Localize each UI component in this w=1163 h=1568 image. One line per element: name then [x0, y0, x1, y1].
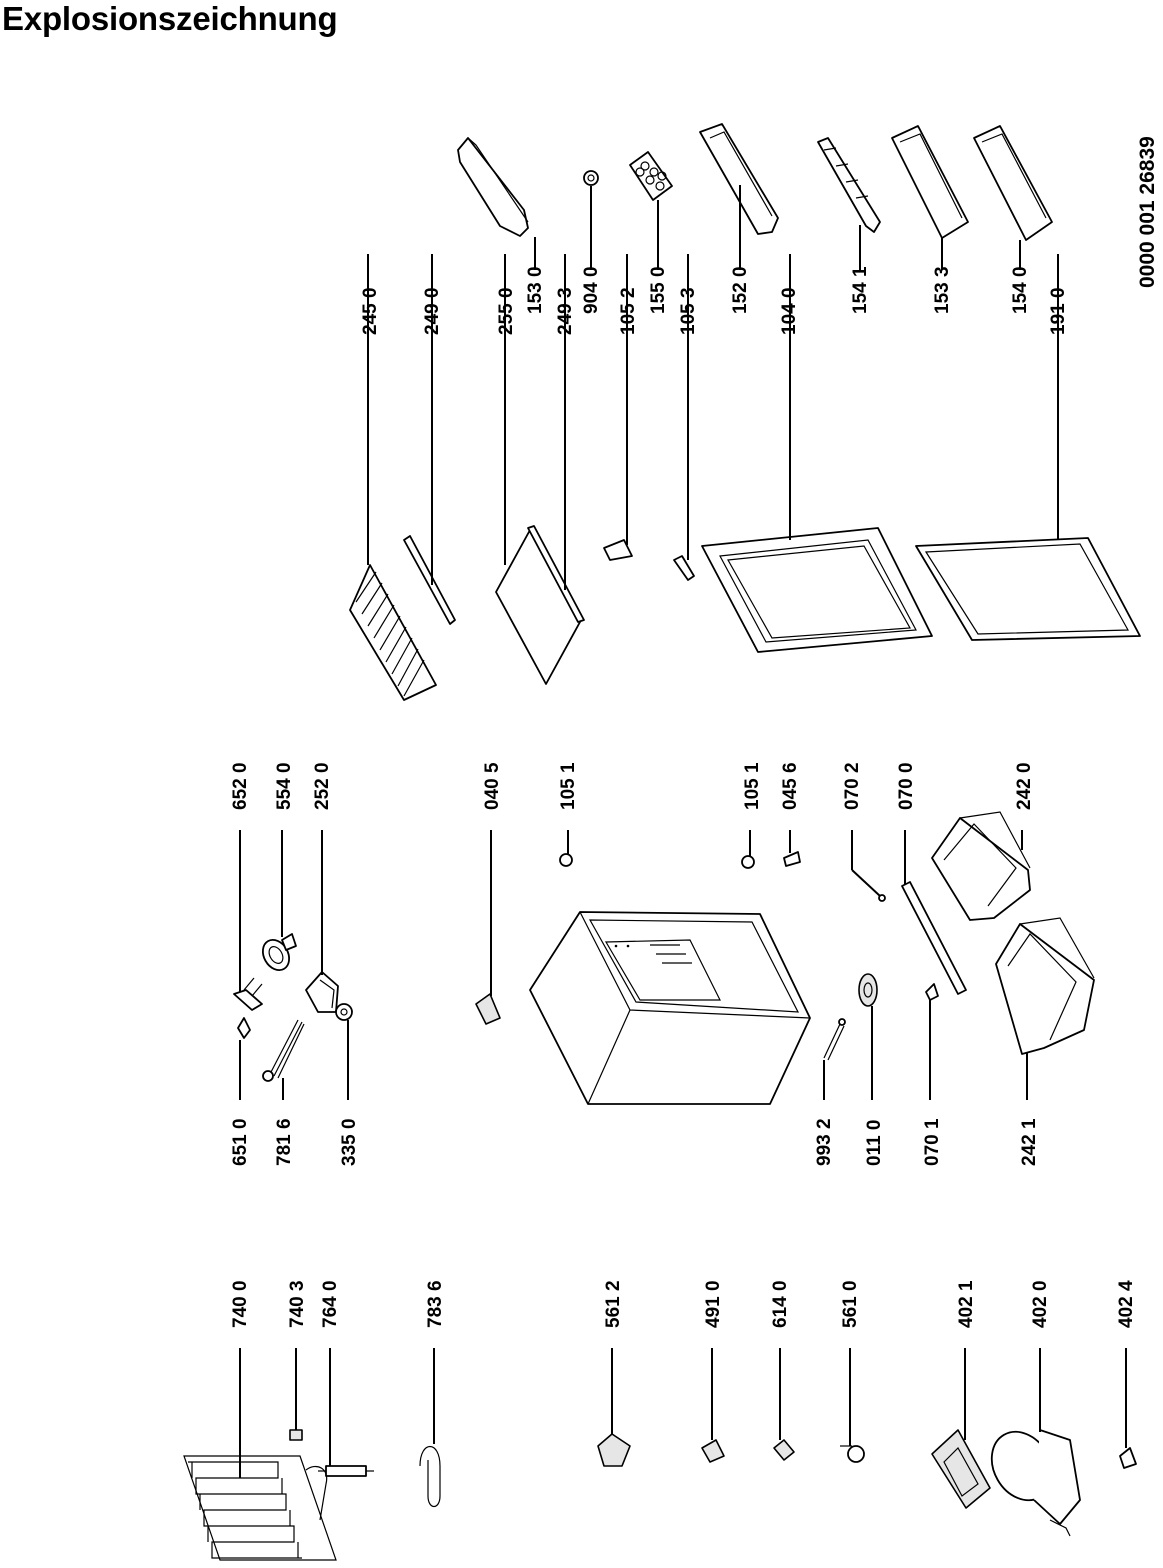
part-105-1b [741, 830, 755, 869]
part-652-0 [233, 830, 263, 1011]
part-764-0 [318, 1348, 374, 1477]
label-105-1a: 105 1 [558, 762, 579, 810]
part-153-3: 153 3 [891, 125, 969, 314]
label-402-1: 402 1 [956, 1280, 977, 1328]
part-249-0 [403, 254, 456, 625]
label-070-1: 070 1 [922, 1118, 943, 1166]
document-number: 0000 001 26839 [1136, 136, 1159, 288]
part-740-0 [183, 1348, 337, 1561]
label-651-0: 651 0 [230, 1118, 251, 1166]
part-040-5 [475, 830, 501, 1025]
part-402-0 [990, 1348, 1081, 1537]
label-764-0: 764 0 [320, 1280, 341, 1328]
label-491-0: 491 0 [703, 1280, 724, 1328]
part-561-0 [840, 1348, 865, 1463]
label-105-1b: 105 1 [742, 762, 763, 810]
part-335-0 [335, 1003, 353, 1100]
page-title: Explosionszeichnung [2, 0, 338, 37]
part-154-1: 154 1 [817, 137, 881, 314]
part-105-2 [603, 254, 633, 561]
part-993-2 [823, 1018, 846, 1100]
part-491-0 [701, 1348, 725, 1463]
part-245-0 [349, 254, 437, 701]
label-904-0: 904 0 [581, 266, 602, 314]
label-740-3: 740 3 [287, 1280, 308, 1328]
label-154-0: 154 0 [1010, 266, 1031, 314]
label-242-0: 242 0 [1014, 762, 1035, 810]
label-561-2: 561 2 [603, 1280, 624, 1328]
label-154-1: 154 1 [850, 266, 871, 314]
label-242-1: 242 1 [1019, 1118, 1040, 1166]
part-781-6 [262, 1019, 305, 1100]
part-154-0: 154 0 [973, 125, 1053, 314]
part-249-3 [527, 254, 585, 623]
label-781-6: 781 6 [274, 1118, 295, 1166]
part-152-0: 152 0 [699, 123, 779, 314]
part-904-0: 904 0 [581, 170, 602, 314]
part-561-2 [597, 1348, 631, 1467]
label-045-6: 045 6 [780, 762, 801, 810]
label-153-0: 153 0 [525, 266, 546, 314]
label-554-0: 554 0 [274, 762, 295, 810]
label-155-0: 155 0 [648, 266, 669, 314]
label-783-6: 783 6 [425, 1280, 446, 1328]
label-252-0: 252 0 [312, 762, 333, 810]
label-402-4: 402 4 [1116, 1280, 1137, 1328]
part-740-3 [289, 1348, 303, 1441]
part-402-1 [931, 1348, 991, 1509]
part-011-0 [858, 973, 878, 1100]
label-105-2: 105 2 [618, 287, 639, 335]
label-011-0: 011 0 [864, 1120, 885, 1167]
label-255-0: 255 0 [496, 287, 517, 335]
part-252-0 [305, 830, 339, 1013]
part-155-0: 155 0 [629, 151, 673, 314]
part-783-6 [419, 1348, 441, 1508]
part-070-0 [901, 830, 967, 995]
label-402-0: 402 0 [1030, 1280, 1051, 1328]
label-070-0: 070 0 [896, 762, 917, 810]
part-153-0: 153 0 [457, 137, 546, 314]
part-554-0 [261, 830, 297, 971]
label-740-0: 740 0 [230, 1280, 251, 1328]
part-614-0 [773, 1348, 795, 1461]
part-191-0 [915, 254, 1141, 641]
part-105-3 [673, 254, 695, 581]
label-614-0: 614 0 [770, 1280, 791, 1328]
label-652-0: 652 0 [230, 762, 251, 810]
part-402-4 [1119, 1348, 1137, 1469]
cabinet-body [529, 911, 811, 1105]
label-153-3: 153 3 [932, 266, 953, 314]
label-993-2: 993 2 [814, 1118, 835, 1166]
part-070-1 [925, 983, 939, 1100]
part-045-6 [783, 830, 801, 867]
part-242-1 [995, 917, 1095, 1100]
part-104-0 [701, 254, 933, 653]
label-040-5: 040 5 [482, 762, 503, 810]
part-105-1a [559, 830, 573, 867]
label-561-0: 561 0 [840, 1280, 861, 1328]
part-242-0 [931, 811, 1031, 921]
label-070-2: 070 2 [842, 762, 863, 810]
label-245-0: 245 0 [360, 287, 381, 335]
part-070-2 [851, 830, 886, 902]
part-651-0 [237, 1017, 251, 1100]
label-152-0: 152 0 [730, 266, 751, 314]
label-335-0: 335 0 [339, 1118, 360, 1166]
